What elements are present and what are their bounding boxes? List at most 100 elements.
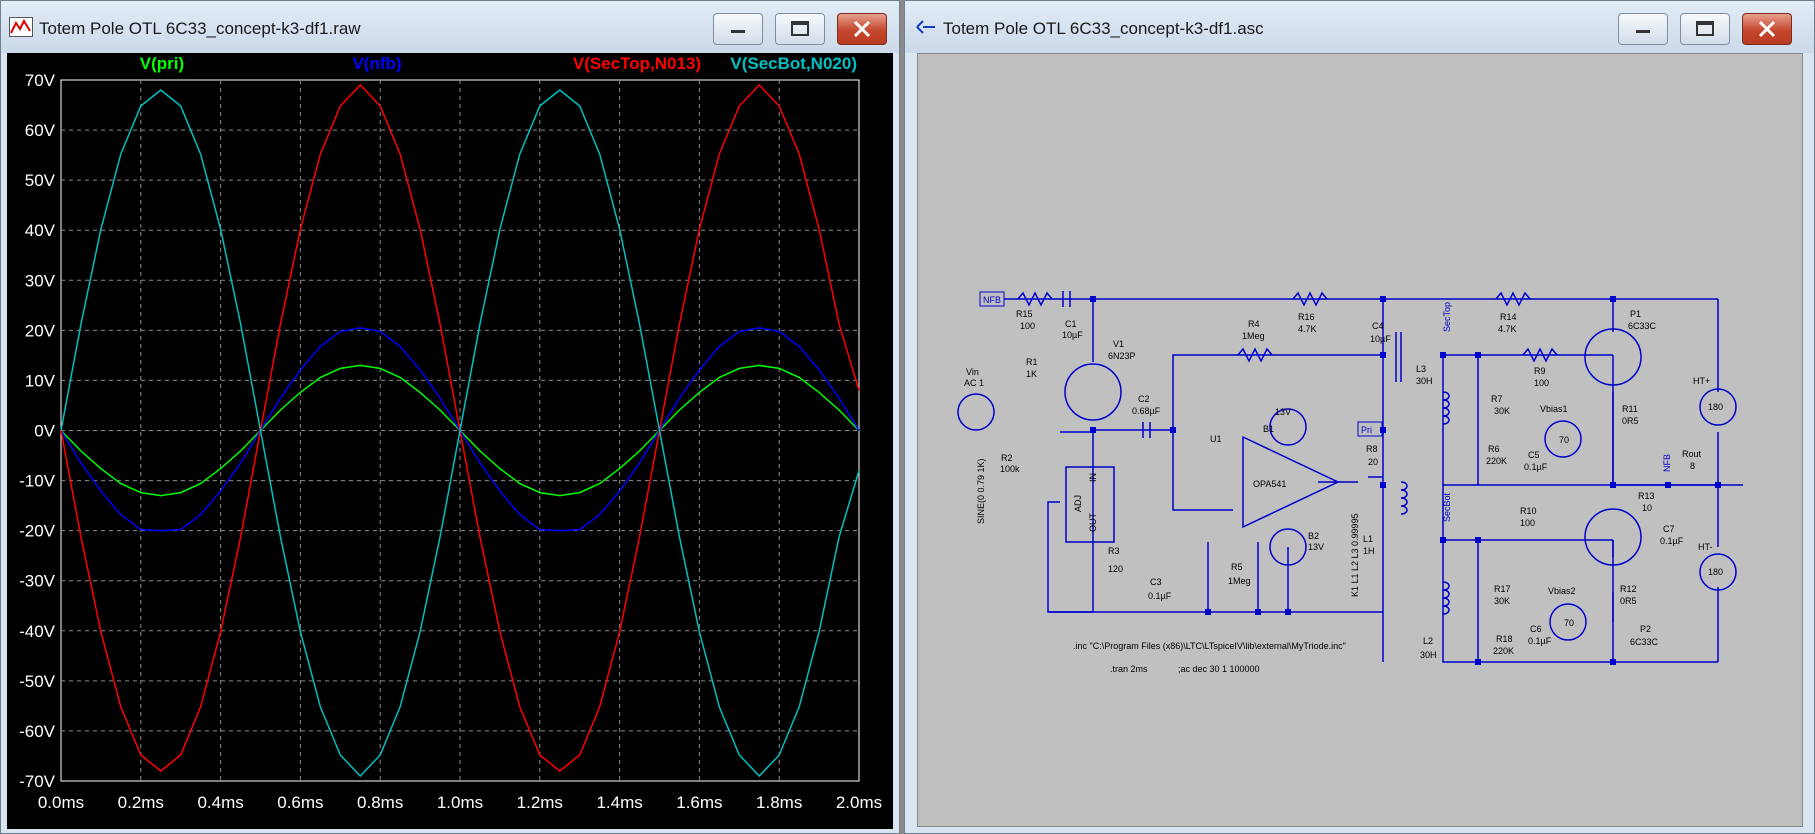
maximize-button[interactable] bbox=[1680, 13, 1730, 45]
svg-text:0.1µF: 0.1µF bbox=[1660, 536, 1684, 546]
y-tick-label: 70V bbox=[25, 71, 56, 90]
svg-text:R15: R15 bbox=[1016, 309, 1033, 319]
svg-text:R7: R7 bbox=[1491, 394, 1503, 404]
minimize-icon bbox=[1636, 30, 1650, 33]
legend-entry: V(SecTop,N013) bbox=[573, 54, 701, 73]
svg-text:220K: 220K bbox=[1493, 646, 1514, 656]
x-tick-label: 0.0ms bbox=[38, 793, 84, 812]
inductor-l1 bbox=[1400, 481, 1408, 515]
svg-text:R5: R5 bbox=[1231, 562, 1243, 572]
svg-text:P2: P2 bbox=[1640, 624, 1651, 634]
svg-text:70: 70 bbox=[1564, 618, 1574, 628]
title-bar[interactable]: Totem Pole OTL 6C33_concept-k3-df1.raw bbox=[1, 1, 899, 53]
battery-b2 bbox=[1269, 528, 1307, 566]
svg-text:B2: B2 bbox=[1308, 531, 1319, 541]
x-tick-label: 0.2ms bbox=[118, 793, 164, 812]
schematic-window[interactable]: Totem Pole OTL 6C33_concept-k3-df1.asc bbox=[904, 0, 1815, 834]
svg-text:4.7K: 4.7K bbox=[1298, 324, 1317, 334]
x-tick-label: 1.0ms bbox=[437, 793, 483, 812]
svg-text:R17: R17 bbox=[1494, 584, 1511, 594]
inductor-l2 bbox=[1442, 581, 1450, 615]
legend-entry: V(pri) bbox=[140, 54, 184, 73]
y-tick-label: 60V bbox=[25, 121, 56, 140]
svg-text:220K: 220K bbox=[1486, 456, 1507, 466]
resistor-r14 bbox=[1495, 291, 1531, 307]
svg-text:R13: R13 bbox=[1638, 491, 1655, 501]
close-button[interactable] bbox=[837, 13, 887, 45]
triode-v1 bbox=[1064, 363, 1122, 421]
svg-text:0R5: 0R5 bbox=[1622, 416, 1639, 426]
legend-entry: V(nfb) bbox=[352, 54, 401, 73]
svg-text:100k: 100k bbox=[1000, 464, 1020, 474]
svg-text:V1: V1 bbox=[1113, 339, 1124, 349]
svg-text:R10: R10 bbox=[1520, 506, 1537, 516]
svg-text:13V: 13V bbox=[1275, 407, 1291, 417]
directive-tran: .tran 2ms bbox=[1110, 664, 1148, 674]
svg-text:6C33C: 6C33C bbox=[1630, 637, 1659, 647]
x-tick-label: 1.6ms bbox=[676, 793, 722, 812]
svg-text:L3: L3 bbox=[1416, 364, 1426, 374]
x-tick-label: 0.6ms bbox=[277, 793, 323, 812]
svg-text:C2: C2 bbox=[1138, 394, 1150, 404]
svg-text:ADJ: ADJ bbox=[1073, 495, 1083, 512]
y-tick-label: -60V bbox=[19, 722, 56, 741]
x-tick-label: 0.4ms bbox=[197, 793, 243, 812]
svg-text:0.1µF: 0.1µF bbox=[1524, 462, 1548, 472]
svg-text:Vin: Vin bbox=[966, 367, 979, 377]
svg-text:180: 180 bbox=[1708, 402, 1723, 412]
minimize-icon bbox=[731, 30, 745, 33]
waveform-window[interactable]: Totem Pole OTL 6C33_concept-k3-df1.raw 0… bbox=[0, 0, 900, 834]
maximize-button[interactable] bbox=[775, 13, 825, 45]
maximize-icon bbox=[791, 21, 809, 36]
svg-text:AC 1: AC 1 bbox=[964, 378, 984, 388]
svg-text:30H: 30H bbox=[1420, 650, 1437, 660]
y-tick-label: -50V bbox=[19, 672, 56, 691]
svg-text:R3: R3 bbox=[1108, 546, 1120, 556]
legend-entry: V(SecBot,N020) bbox=[730, 54, 857, 73]
svg-text:R6: R6 bbox=[1488, 444, 1500, 454]
window-title: Totem Pole OTL 6C33_concept-k3-df1.asc bbox=[943, 19, 1264, 38]
triode-p2 bbox=[1584, 508, 1642, 566]
capacitor-c4 bbox=[1395, 332, 1402, 382]
series-line-v-secbot-n020- bbox=[60, 89, 860, 778]
regulator-box bbox=[1065, 466, 1115, 543]
source-ht-plus bbox=[1699, 388, 1737, 426]
capacitor-c1 bbox=[1062, 291, 1071, 307]
y-tick-label: 50V bbox=[25, 171, 56, 190]
title-bar[interactable]: Totem Pole OTL 6C33_concept-k3-df1.asc bbox=[905, 1, 1814, 53]
svg-text:SINE(0 0.79 1K): SINE(0 0.79 1K) bbox=[976, 458, 986, 524]
svg-text:R1: R1 bbox=[1026, 357, 1038, 367]
y-tick-label: 20V bbox=[25, 321, 56, 340]
svg-text:30K: 30K bbox=[1494, 406, 1510, 416]
minimize-button[interactable] bbox=[713, 13, 763, 45]
svg-text:OPA541: OPA541 bbox=[1253, 479, 1286, 489]
minimize-button[interactable] bbox=[1618, 13, 1668, 45]
window-title: Totem Pole OTL 6C33_concept-k3-df1.raw bbox=[39, 19, 361, 38]
resistor-r16 bbox=[1292, 291, 1328, 307]
x-tick-label: 1.8ms bbox=[756, 793, 802, 812]
svg-text:Vbias1: Vbias1 bbox=[1540, 404, 1568, 414]
svg-text:0.68µF: 0.68µF bbox=[1132, 406, 1161, 416]
y-tick-label: 0V bbox=[34, 422, 55, 441]
close-button[interactable] bbox=[1742, 13, 1792, 45]
svg-text:K1 L1 L2 L3 0.99995: K1 L1 L2 L3 0.99995 bbox=[1350, 513, 1360, 597]
x-tick-label: 0.8ms bbox=[357, 793, 403, 812]
svg-text:30K: 30K bbox=[1494, 596, 1510, 606]
svg-text:P1: P1 bbox=[1630, 309, 1641, 319]
svg-text:120: 120 bbox=[1108, 564, 1123, 574]
y-tick-label: 30V bbox=[25, 271, 56, 290]
svg-text:4.7K: 4.7K bbox=[1498, 324, 1517, 334]
svg-text:30H: 30H bbox=[1416, 376, 1433, 386]
svg-text:70: 70 bbox=[1559, 435, 1569, 445]
y-tick-label: 10V bbox=[25, 371, 56, 390]
source-ht-minus bbox=[1699, 553, 1737, 591]
svg-text:1H: 1H bbox=[1363, 546, 1375, 556]
x-tick-label: 1.4ms bbox=[596, 793, 642, 812]
maximize-icon bbox=[1696, 21, 1714, 36]
y-tick-label: -70V bbox=[19, 772, 56, 791]
